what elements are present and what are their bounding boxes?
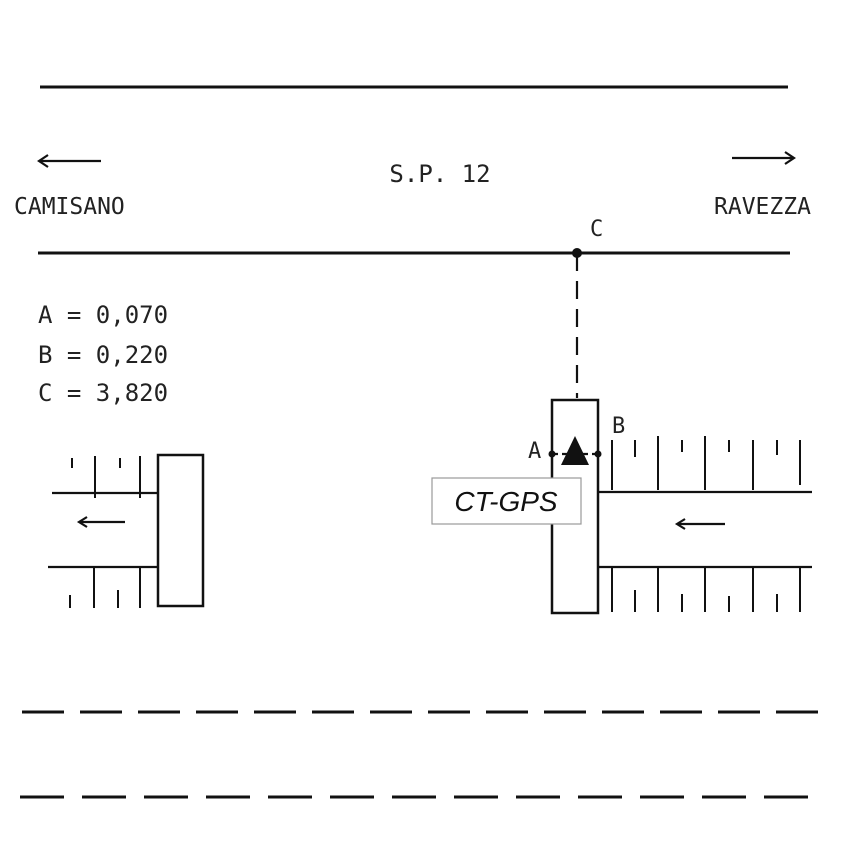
left-headwall — [156, 453, 205, 608]
right-access — [550, 398, 812, 615]
benchmark-label: CT-GPS — [454, 486, 558, 517]
direction-left-label: CAMISANO — [14, 194, 125, 220]
point-a-label: A — [528, 439, 541, 464]
benchmark-label-box — [431, 477, 582, 525]
point-b-label: B — [612, 414, 625, 439]
point-c-label: C — [590, 217, 603, 242]
arrow-left-icon — [37, 154, 101, 168]
point-b-dot — [594, 450, 602, 458]
measurement-b: B = 0,220 — [38, 341, 168, 369]
triangle-marker-icon — [561, 436, 589, 465]
direction-right-label: RAVEZZA — [714, 194, 811, 220]
flow-arrow-left-icon — [674, 518, 725, 530]
measurement-c: C = 3,820 — [38, 379, 168, 407]
left-access — [48, 453, 205, 608]
measurement-a: A = 0,070 — [38, 301, 168, 329]
point-a-dot — [548, 450, 556, 458]
road-name-label: S.P. 12 — [389, 160, 490, 188]
arrow-right-icon — [732, 151, 796, 165]
flow-arrow-left-icon — [76, 516, 125, 528]
